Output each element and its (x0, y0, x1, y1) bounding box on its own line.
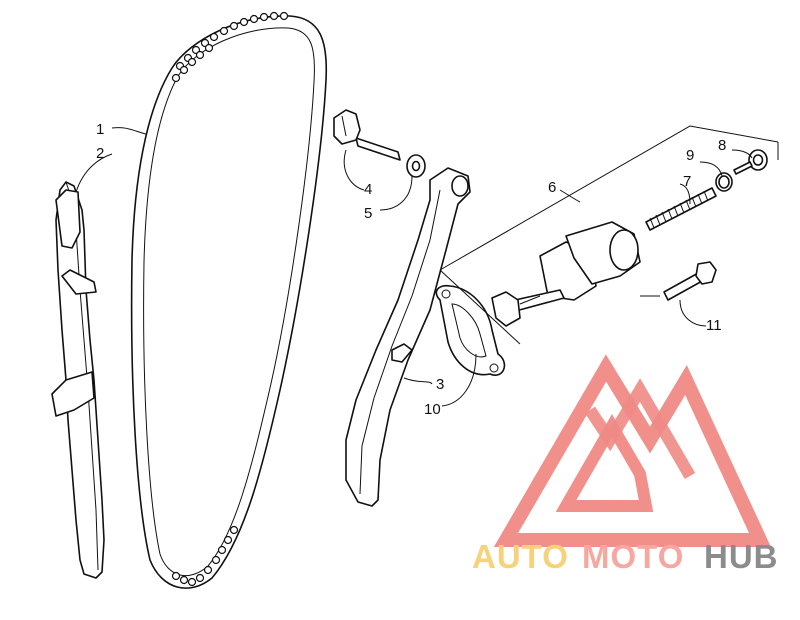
watermark-m-stroke (585, 378, 696, 480)
callout-3: 3 (436, 376, 444, 393)
watermark-triangle-inner (555, 414, 654, 512)
callout-1: 1 (96, 121, 104, 138)
chain-links-bottom (171, 525, 239, 587)
watermark-logo (493, 354, 771, 547)
bolt-part-11 (663, 261, 717, 301)
tensioner-assembly-part-6 (439, 125, 779, 345)
callout-5: 5 (364, 205, 372, 222)
tensioner-guide-part-3 (345, 167, 471, 507)
washer-part-5 (406, 154, 426, 178)
chain-links-top (171, 11, 289, 83)
callout-4: 4 (364, 181, 372, 198)
chain-guide-part-2 (51, 181, 105, 579)
timing-chain-part-1 (130, 11, 328, 589)
watermark-triangle-outer (493, 354, 771, 547)
watermark-moto: MOTO (582, 538, 684, 575)
leader-lines (75, 127, 753, 407)
watermark-text: AUTO MOTO HUB (472, 538, 779, 575)
callout-labels: 1 2 3 4 5 6 7 8 9 10 11 (96, 121, 726, 418)
callout-8: 8 (718, 137, 726, 154)
bolt-part-4 (333, 109, 401, 161)
o-ring-part-9 (715, 172, 733, 192)
watermark-auto: AUTO (472, 538, 569, 575)
callout-6: 6 (548, 179, 556, 196)
callout-2: 2 (96, 145, 104, 162)
callout-9: 9 (686, 147, 694, 164)
watermark-hub: HUB (704, 538, 779, 575)
callout-10: 10 (424, 401, 441, 418)
callout-7: 7 (683, 173, 691, 190)
spring-part-7 (645, 187, 717, 231)
gasket-part-10 (435, 284, 506, 376)
plug-part-8 (733, 149, 768, 175)
callout-11: 11 (706, 317, 722, 334)
